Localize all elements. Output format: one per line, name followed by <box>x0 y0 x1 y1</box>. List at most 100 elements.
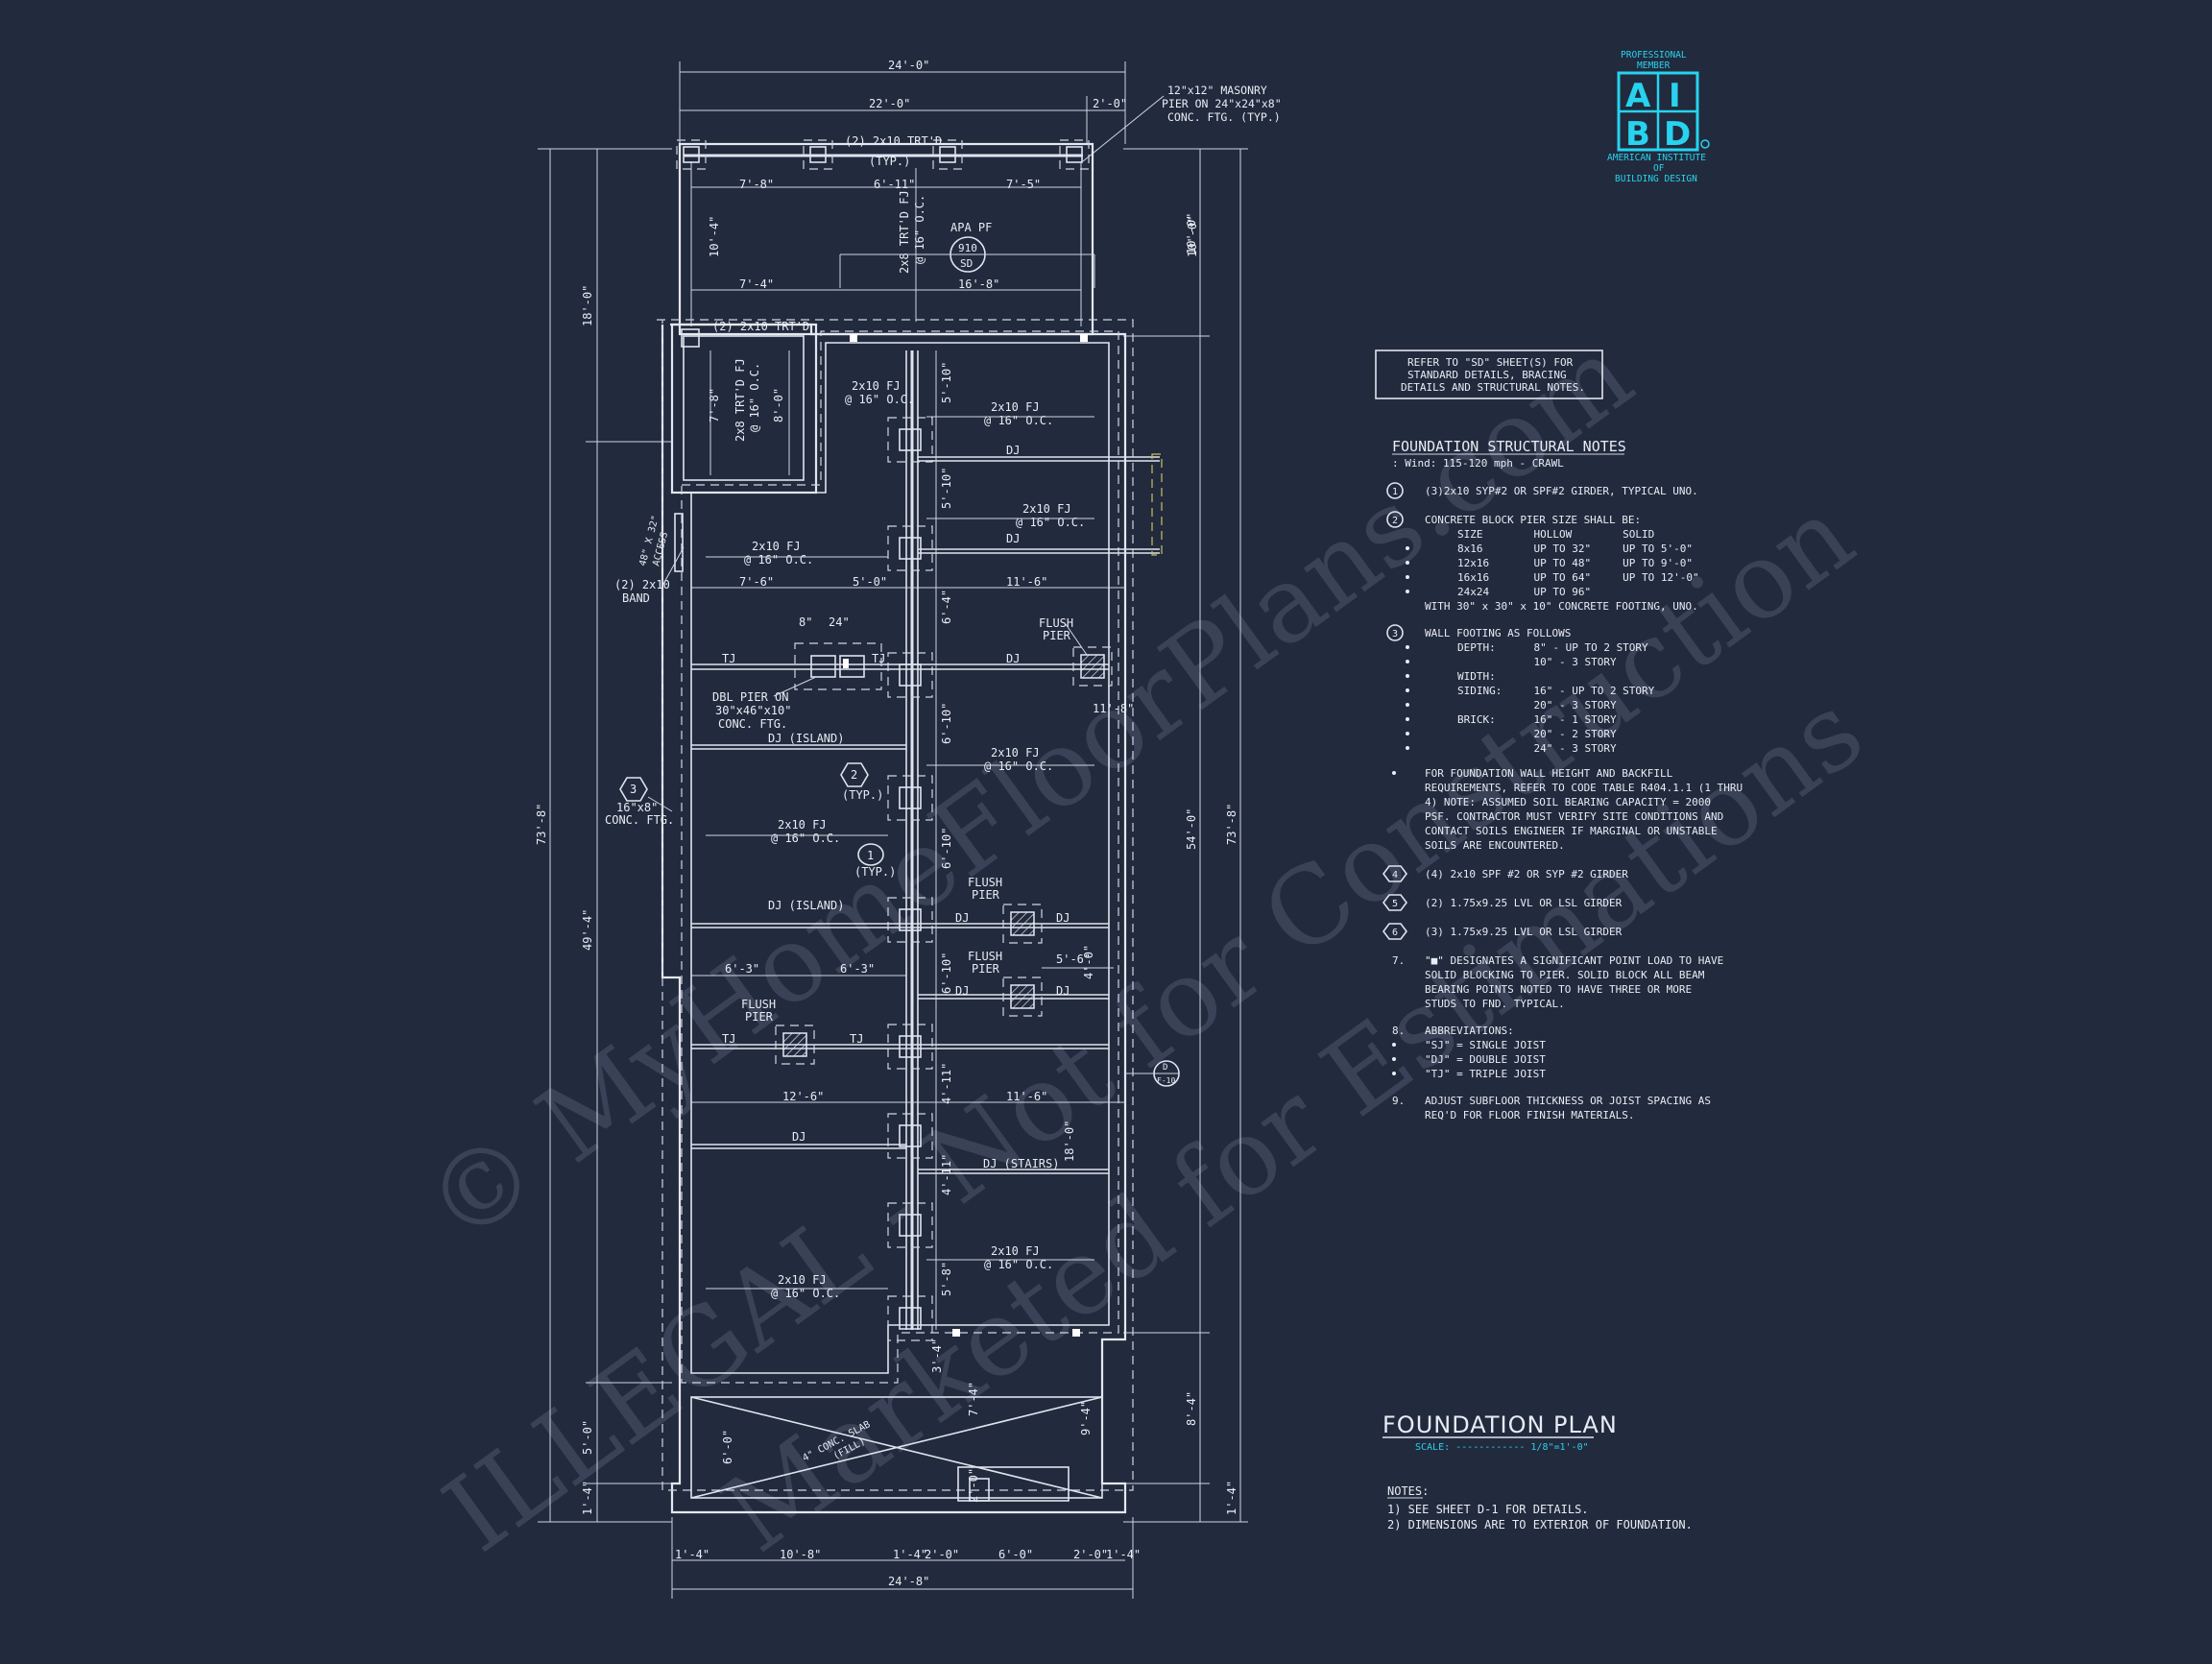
svg-text:9.: 9. <box>1392 1095 1405 1107</box>
plan-scale: SCALE: ------------ 1/8"=1'-0" <box>1415 1442 1589 1453</box>
dj-label-3: DJ <box>1006 652 1020 665</box>
logo-letter-a: A <box>1625 77 1651 115</box>
dim-right-overall: 73'-8" <box>1225 804 1238 845</box>
note-9: 9. ADJUST SUBFLOOR THICKNESS OR JOIST SP… <box>1392 1095 1711 1121</box>
row3-dim-1: 12'-6" <box>782 1090 824 1103</box>
note-number: 3 <box>1392 629 1398 639</box>
tj-label-3: TJ <box>722 1032 735 1046</box>
svg-text:2: 2 <box>851 768 857 782</box>
girder-top-typ: (TYP.) <box>869 155 910 168</box>
logo-letter-i: I <box>1669 77 1681 115</box>
notes-wind: : Wind: 115-120 mph - CRAWL <box>1392 457 1564 470</box>
vmid-13: 9'-4" <box>1079 1401 1093 1435</box>
apa-sd: SD <box>960 257 973 270</box>
note8-2: "SJ" = SINGLE JOIST <box>1425 1039 1546 1051</box>
porch-dim-3: 7'-5" <box>1006 178 1041 191</box>
fj-h-spacing: @ 16" O.C. <box>771 1287 840 1300</box>
vmid-11: 7'-4" <box>967 1382 980 1416</box>
dj-label-2: DJ <box>1006 532 1020 545</box>
dim-left-4: 1'-4" <box>581 1481 594 1515</box>
masonry-callout: 12"x12" MASONRY PIER ON 24"x24"x8" CONC.… <box>1082 84 1282 162</box>
fj-a-label: 2x10 FJ <box>852 379 901 393</box>
row2-dim-2: 6'-3" <box>840 962 875 976</box>
note9-1: ADJUST SUBFLOOR THICKNESS OR JOIST SPACI… <box>1425 1095 1711 1107</box>
dj-stairs: DJ (STAIRS) <box>983 1157 1059 1170</box>
dim-top-a: 22'-0" <box>869 97 910 110</box>
note-number: 1 <box>1392 487 1398 497</box>
para-4: PSF. CONTRACTOR MUST VERIFY SITE CONDITI… <box>1425 810 1723 823</box>
svg-text:4: 4 <box>1392 870 1398 880</box>
vmid-1: 5'-10" <box>940 362 953 403</box>
note8-1: ABBREVIATIONS: <box>1425 1025 1514 1037</box>
dbl-pier <box>794 642 882 690</box>
fj2-label: 2x8 TRT'D FJ <box>733 358 747 442</box>
tag-3: 3 <box>619 777 648 802</box>
refer-box: REFER TO "SD" SHEET(S) FOR STANDARD DETA… <box>1375 350 1603 399</box>
bdim-4: 2'-0" <box>925 1548 959 1561</box>
porch-dim-2: 6'-11" <box>874 178 915 191</box>
note-line: WITH 30" x 30" x 10" CONCRETE FOOTING, U… <box>1425 600 1698 613</box>
dim-left-2: 49'-4" <box>581 909 594 951</box>
note-bullet <box>1406 688 1409 692</box>
dim-8-0: 8'-0" <box>772 388 785 422</box>
fj-e-spacing: @ 16" O.C. <box>984 760 1053 773</box>
tag-d-ref: F-10 <box>1157 1076 1175 1085</box>
porch-fj-spacing: @ 16" O.C. <box>913 195 926 264</box>
note7-2: SOLID BLOCKING TO PIER. SOLID BLOCK ALL … <box>1425 969 1705 981</box>
dim-18-0: 18'-0" <box>1063 1121 1076 1162</box>
dim-left-1: 18'-0" <box>581 285 594 326</box>
para-1: FOR FOUNDATION WALL HEIGHT AND BACKFILL <box>1425 767 1673 780</box>
note8-3: "DJ" = DOUBLE JOIST <box>1425 1053 1546 1066</box>
row1-dim-2: 5'-0" <box>853 575 887 589</box>
left-dimension-rail: 73'-8" 18'-0" 49'-4" 5'-0" 1'-4" <box>535 148 672 1523</box>
vmid-5: 6'-10" <box>940 828 953 869</box>
porch-fj-label: 2x8 TRT'D FJ <box>898 190 911 274</box>
note-line: (3)2x10 SYP#2 OR SPF#2 GIRDER, TYPICAL U… <box>1425 485 1698 497</box>
dj-label-4: DJ <box>955 911 969 925</box>
note-7: 7. "■" DESIGNATES A SIGNIFICANT POINT LO… <box>1392 954 1723 1010</box>
note-bullet <box>1406 703 1409 707</box>
dim-7-8: 7'-8" <box>708 388 721 422</box>
general-note-2: 2) DIMENSIONS ARE TO EXTERIOR OF FOUNDAT… <box>1387 1518 1693 1531</box>
item-6: (3) 1.75x9.25 LVL OR LSL GIRDER <box>1425 926 1623 938</box>
structural-notes: FOUNDATION STRUCTURAL NOTES : Wind: 115-… <box>1382 438 1743 1121</box>
dim-right-4: 1'-4" <box>1225 1481 1238 1515</box>
logo-bottom-2: OF <box>1653 163 1665 174</box>
item-4: (4) 2x10 SPF #2 OR SYP #2 GIRDER <box>1425 868 1628 880</box>
flush-2-b: PIER <box>972 888 1000 902</box>
bdim-2: 10'-8" <box>780 1548 821 1561</box>
note-line: 20" - 2 STORY <box>1457 728 1617 740</box>
para-6: SOILS ARE ENCOUNTERED. <box>1425 839 1565 852</box>
para-5: CONTACT SOILS ENGINEER IF MARGINAL OR UN… <box>1425 825 1718 837</box>
item-5: (2) 1.75x9.25 LVL OR LSL GIRDER <box>1425 897 1623 909</box>
fj-f-label: 2x10 FJ <box>778 818 827 832</box>
flush-1-b: PIER <box>1043 629 1071 642</box>
note-number-circle <box>1386 624 1404 641</box>
vmid-15: 6'-0" <box>721 1430 734 1464</box>
vmid-3: 6'-4" <box>940 590 953 624</box>
note-line: 20" - 3 STORY <box>1457 699 1617 711</box>
bdim-1: 1'-4" <box>675 1548 709 1561</box>
note-bullet <box>1406 732 1409 736</box>
note-8: 8. ABBREVIATIONS: "SJ" = SINGLE JOIST "D… <box>1392 1025 1546 1080</box>
access-label: 48" X 32" ACCESS <box>637 513 684 572</box>
note-line: 16x16 UP TO 64" UP TO 12'-0" <box>1457 571 1699 584</box>
tag-1: 1 <box>857 843 884 866</box>
fj-f-spacing: @ 16" O.C. <box>771 832 840 845</box>
fj2-spacing: @ 16" O.C. <box>748 363 761 432</box>
flush-3-a: FLUSH <box>968 950 1002 963</box>
apa-label: APA PF <box>950 221 992 234</box>
tj-label-2: TJ <box>872 652 885 665</box>
notes-title: FOUNDATION STRUCTURAL NOTES <box>1392 438 1626 455</box>
note-line: 24" - 3 STORY <box>1457 742 1617 755</box>
plan-title-block: FOUNDATION PLAN SCALE: ------------ 1/8"… <box>1382 1411 1617 1453</box>
dj-label-6: DJ <box>955 984 969 998</box>
dbl-pier-2: 30"x46"x10" <box>715 704 791 717</box>
note7-3: BEARING POINTS NOTED TO HAVE THREE OR MO… <box>1425 983 1692 996</box>
vmid-10: 3'-4" <box>930 1338 944 1373</box>
vmid-4: 6'-10" <box>940 703 953 744</box>
right-dimension-rail: 10'-0" 54'-0" 73'-8" 8'-4" 1'-4" <box>1123 148 1248 1523</box>
vmid-6: 6'-10" <box>940 953 953 994</box>
logo-bottom-3: BUILDING DESIGN <box>1615 174 1697 184</box>
